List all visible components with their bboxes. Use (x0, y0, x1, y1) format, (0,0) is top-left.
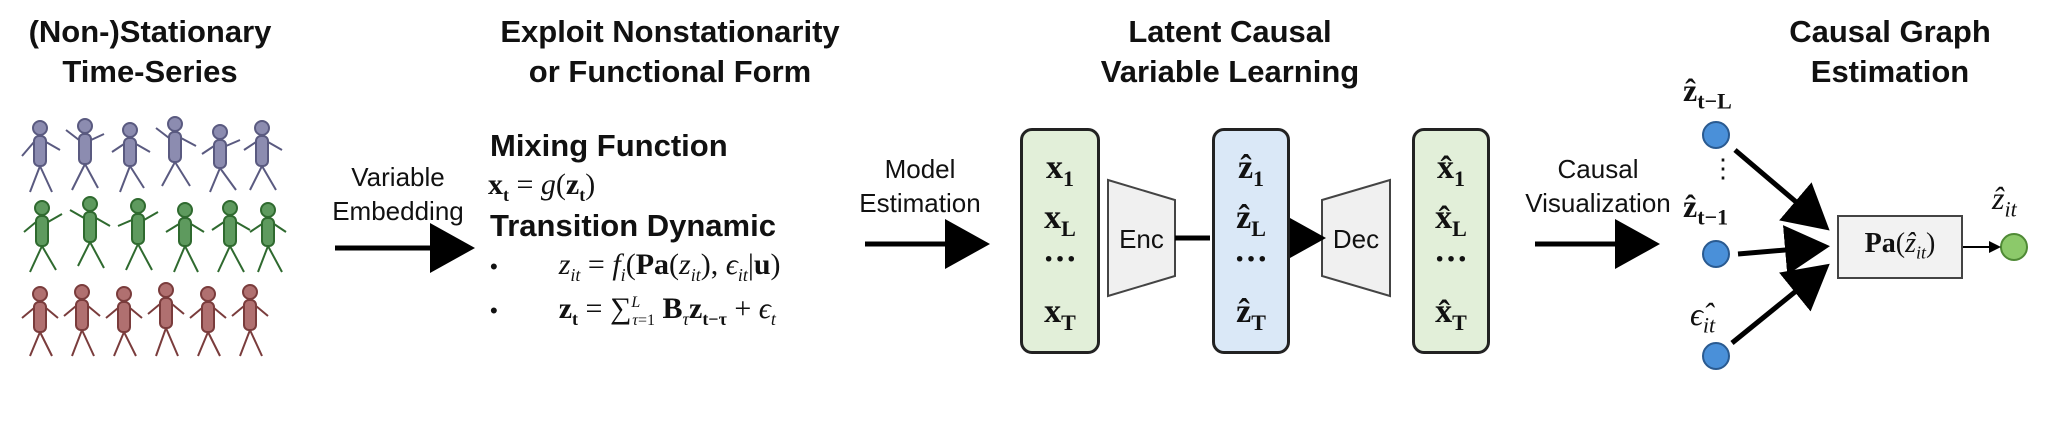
model-estimation-label: Model Estimation (840, 152, 1000, 220)
model-estimation-line1: Model (884, 154, 956, 184)
transition-bullet-2: • zt = ∑Lτ=1 Bτzt−τ + ϵt (490, 292, 776, 329)
recon-var-x1: x̂1 (1437, 149, 1465, 191)
col1-title-line1: (Non-)Stationary (28, 14, 272, 49)
col3-title-line2: Variable Learning (1100, 54, 1360, 89)
node-label-dots: ⋮ (1710, 154, 1736, 183)
mixing-function-heading: Mixing Function (490, 128, 728, 163)
input-var-xT: xT (1044, 293, 1076, 335)
node-z-t-minus-L (1702, 121, 1730, 149)
node-z-t-minus-1 (1702, 240, 1730, 268)
parent-box (1837, 215, 1963, 279)
mixing-function-equation: xt = g(zt) (488, 168, 596, 205)
input-var-x1: x1 (1046, 149, 1074, 191)
col3-title: Latent Causal Variable Learning (1050, 12, 1410, 92)
latent-var-z1: ẑ1 (1237, 149, 1265, 191)
causal-visualization-label: Causal Visualization (1508, 152, 1688, 220)
col2-title-line2: or Functional Form (528, 54, 812, 89)
node-label-z-t-minus-1: ẑt−1 (1683, 188, 1729, 230)
encoder-label: Enc (1119, 224, 1164, 254)
col3-title-line1: Latent Causal (1128, 14, 1332, 49)
node-z-it (2000, 233, 2028, 261)
model-estimation-line2: Estimation (859, 188, 981, 218)
causal-visualization-line1: Causal (1557, 154, 1639, 184)
col2-title-line1: Exploit Nonstationarity (500, 14, 840, 49)
node-epsilon-it (1702, 342, 1730, 370)
col2-title: Exploit Nonstationarity or Functional Fo… (470, 12, 870, 92)
parent-box-label: Pa(ẑit) (1864, 228, 1936, 263)
col4-title: Causal Graph Estimation (1740, 12, 2040, 92)
reconstruction-box: x̂1 x̂L ··· x̂T (1412, 128, 1490, 354)
causal-visualization-line2: Visualization (1525, 188, 1671, 218)
latent-var-dots: ··· (1233, 241, 1269, 278)
edge-z1-to-parent (1737, 225, 1830, 275)
input-var-xL: xL (1044, 199, 1076, 241)
node-label-z-t-minus-L: ẑt−L (1683, 72, 1732, 114)
latent-var-zL: ẑL (1236, 199, 1266, 241)
transition-bullet-1: • zit = fi(Pa(zit), ϵit|u) (490, 248, 781, 285)
latent-variables-box: ẑ1 ẑL ··· ẑT (1212, 128, 1290, 354)
encoder-trapezoid (1107, 178, 1176, 298)
edge-zL-to-parent (1733, 148, 1830, 231)
col4-title-line1: Causal Graph (1789, 14, 1991, 49)
col1-title-line2: Time-Series (62, 54, 238, 89)
input-var-dots: ··· (1042, 241, 1078, 278)
decoder-label: Dec (1332, 224, 1380, 254)
recon-var-dots: ··· (1433, 241, 1469, 278)
edge-eps-to-parent (1730, 263, 1830, 345)
recon-var-xT: x̂T (1435, 293, 1467, 335)
variable-embedding-line1: Variable (351, 162, 445, 192)
mocap-figures-image (21, 116, 287, 357)
recon-var-xL: x̂L (1435, 199, 1467, 241)
node-label-epsilon-it: ϵ̂it (1690, 296, 1716, 338)
col4-title-line2: Estimation (1810, 54, 1970, 89)
input-variables-box: x1 xL ··· xT (1020, 128, 1100, 354)
latent-var-zT: ẑT (1236, 293, 1266, 335)
target-node-label: ẑit (1992, 180, 2017, 222)
transition-dynamic-heading: Transition Dynamic (490, 208, 776, 243)
variable-embedding-line2: Embedding (332, 196, 464, 226)
col1-title: (Non-)Stationary Time-Series (0, 12, 300, 92)
variable-embedding-label: Variable Embedding (318, 160, 478, 228)
